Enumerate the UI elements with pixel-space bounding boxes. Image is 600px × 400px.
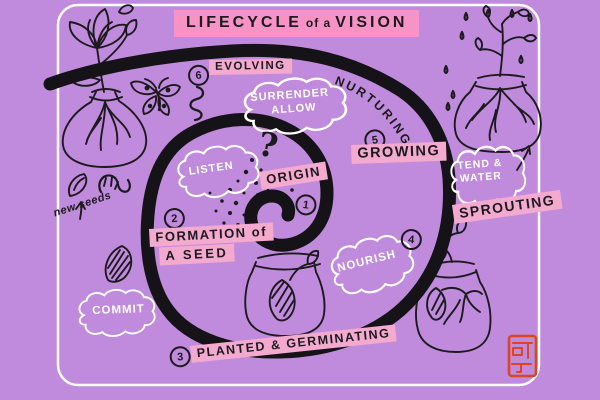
title-word-vision: VISION — [335, 14, 408, 31]
red-seal-stamp-icon — [507, 334, 538, 378]
cloud-label-commit: COMMIT — [92, 303, 146, 317]
lifecycle-spiral-stroke — [43, 43, 456, 359]
jar-with-germinating-seed-illustration — [244, 249, 326, 337]
raindrops-icon — [443, 8, 533, 112]
up-right-arrow-icon — [516, 145, 531, 171]
butterfly-icon — [130, 77, 181, 116]
stage-label-formation: FORMATION of A SEED — [149, 222, 274, 266]
stage-label-growing: GROWING — [351, 141, 447, 164]
seed-husk-and-worm-illustration — [68, 173, 131, 220]
up-arrow-icon — [75, 201, 86, 220]
cloud-label-tend-water: TEND & WATER — [457, 157, 504, 186]
jar-with-young-plant-illustration — [443, 5, 542, 153]
falling-petal-icon — [118, 4, 134, 15]
almond-seed-icon — [104, 245, 133, 283]
title-word-lifecycle: LIFECYCLE — [186, 14, 302, 31]
cloud-label-surrender-allow: SURRENDER ALLOW — [250, 87, 330, 120]
title-connector: of a — [305, 16, 332, 30]
caterpillar-icon — [189, 85, 205, 122]
stage-label-evolving: EVOLVING — [209, 58, 292, 75]
blooming-plant-in-vase-illustration — [61, 4, 148, 168]
